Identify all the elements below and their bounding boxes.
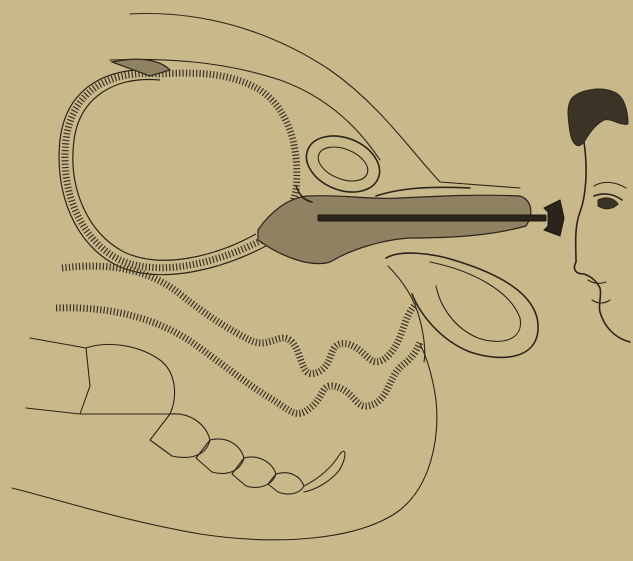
- scrotum-sac: [386, 253, 538, 357]
- pubic-bone-ring: [298, 126, 388, 203]
- outer-body-contour: [110, 13, 520, 188]
- observer-face: [568, 89, 630, 342]
- vertebrae-column: [26, 338, 345, 494]
- rectum-wall: [56, 266, 420, 413]
- lower-body-contour: [12, 266, 437, 540]
- urethra-canal: [258, 186, 531, 264]
